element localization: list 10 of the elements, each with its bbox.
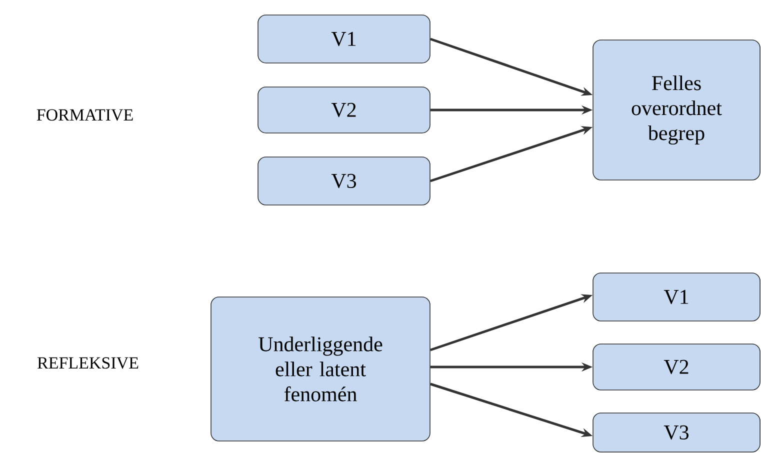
process-box: V3 <box>592 412 760 452</box>
process-box: V2 <box>258 86 430 134</box>
process-box: V1 <box>258 14 430 64</box>
process-box: V1 <box>592 272 760 322</box>
process-box: Underliggende eller latent fenomén <box>210 296 430 442</box>
process-box: V2 <box>592 344 760 390</box>
row-label: FORMATIVE <box>36 109 133 121</box>
process-box: V3 <box>258 156 430 206</box>
row-label: REFLEKSIVE <box>37 357 138 369</box>
process-box: Felles overordnet begrep <box>592 40 760 180</box>
